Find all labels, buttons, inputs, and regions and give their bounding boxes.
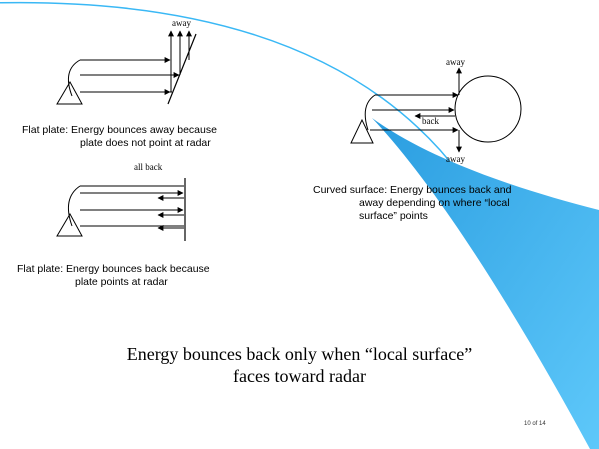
flat-plate-away-caption: Flat plate: Energy bounces away because …	[22, 124, 217, 150]
caption-line: plate does not point at radar	[80, 137, 211, 149]
page-number: 10 of 14	[524, 421, 546, 427]
flat-plate-back-caption: Flat plate: Energy bounces back because …	[17, 263, 210, 289]
away-top-label: away	[446, 57, 465, 67]
slide-title: Energy bounces back only when “local sur…	[0, 343, 599, 387]
caption-line: surface” points	[359, 210, 428, 222]
tilted-plate	[167, 33, 197, 105]
flat-plate-away-diagram: away	[56, 18, 197, 105]
caption-line: Curved surface: Energy bounces back and	[313, 184, 512, 196]
caption-line: Flat plate: Energy bounces away because	[22, 124, 217, 136]
back-label: back	[422, 116, 439, 126]
away-bottom-label: away	[446, 154, 465, 164]
curved-surface-caption: Curved surface: Energy bounces back and …	[313, 184, 511, 223]
radar-dish	[56, 185, 83, 237]
caption-line: plate points at radar	[75, 276, 168, 288]
curved-surface-diagram: away back away	[350, 57, 522, 164]
caption-line: away depending on where “local	[359, 197, 510, 209]
radar-dish	[56, 59, 83, 105]
caption-line: Flat plate: Energy bounces back because	[17, 263, 210, 275]
curved-target-sphere	[454, 75, 522, 143]
flat-plate-back-diagram: all back	[56, 162, 186, 241]
radar-beam-wedge	[372, 118, 599, 449]
all-back-label: all back	[134, 162, 163, 172]
title-line: faces toward radar	[233, 366, 366, 386]
away-label: away	[172, 18, 191, 28]
title-line: Energy bounces back only when “local sur…	[126, 344, 473, 364]
radar-dish	[350, 94, 376, 144]
